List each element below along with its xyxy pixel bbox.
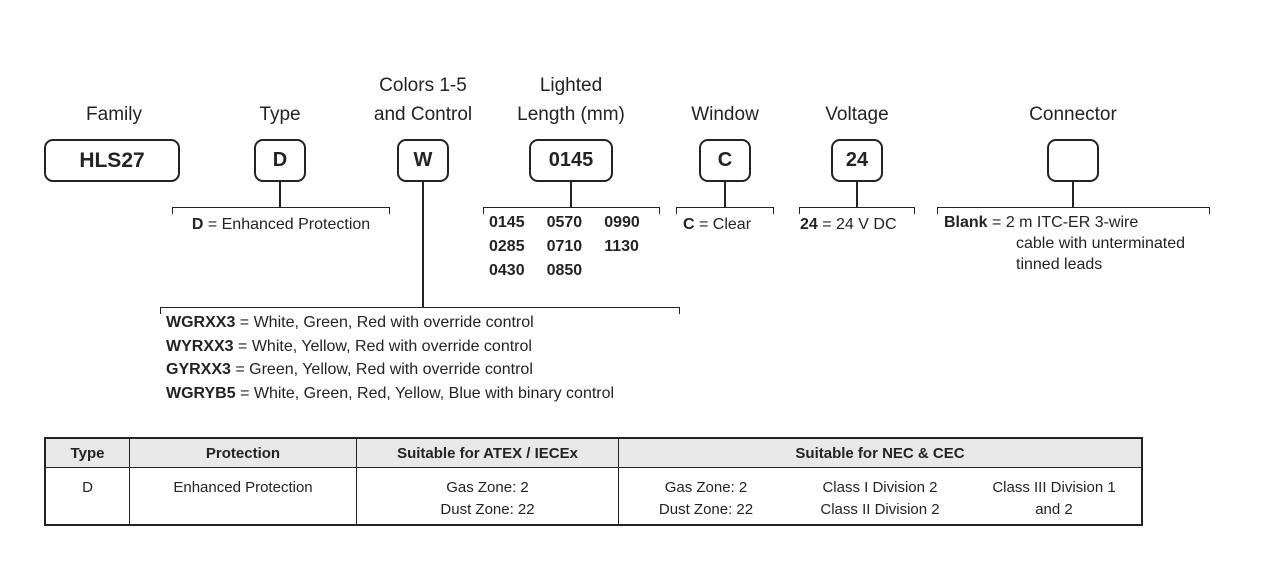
connector-note-code: Blank — [944, 214, 988, 231]
colors-note-code: GYRXX3 — [166, 361, 231, 378]
window-note-desc: = Clear — [694, 216, 752, 233]
colors-note-desc: = White, Green, Red, Yellow, Blue with b… — [235, 384, 615, 402]
lighted-length-value: 0285 — [489, 238, 525, 255]
window-label: Window — [691, 104, 759, 125]
lighted-length-options: 0145 0285 0430 0570 0710 0850 0990 1130 — [489, 211, 640, 283]
colors-bracket — [160, 307, 680, 314]
type-note-desc: = Enhanced Protection — [203, 216, 371, 233]
atex-line2: Dust Zone: 22 — [440, 501, 535, 518]
colors-label: Colors 1-5 and Control — [374, 71, 472, 129]
nec-class3-block: Class III Division 1 and 2 — [967, 477, 1141, 524]
colors-label-line1: Colors 1-5 — [379, 75, 467, 96]
window-note-code: C — [683, 216, 695, 233]
colors-note-row: WYRXX3 = White, Yellow, Red with overrid… — [166, 335, 614, 359]
connector-note-line1: Blank = 2 m ITC-ER 3-wire — [944, 212, 1185, 233]
connector-bracket — [937, 207, 1210, 214]
atex-line1: Gas Zone: 2 — [446, 479, 529, 496]
table-header-atex: Suitable for ATEX / IECEx — [357, 439, 619, 468]
table-header-nec: Suitable for NEC & CEC — [619, 439, 1141, 468]
connector-note-desc: = 2 m ITC-ER 3-wire — [987, 214, 1139, 231]
voltage-code-box: 24 — [831, 139, 883, 182]
voltage-label: Voltage — [825, 104, 889, 125]
family-code-box: HLS27 — [44, 139, 180, 182]
lighted-length-col: 0990 1130 — [604, 211, 640, 283]
nec-class3-line1: Class III Division 1 — [992, 479, 1116, 496]
type-note-code: D — [191, 216, 204, 233]
connector-note-line3: tinned leads — [1016, 256, 1103, 273]
connector-note-line2: cable with unterminated — [1016, 235, 1185, 252]
lighted-length-value: 0570 — [546, 214, 583, 231]
connector-code-box — [1047, 139, 1099, 182]
voltage-stub-line — [856, 181, 858, 207]
colors-notes: WGRXX3 = White, Green, Red with override… — [166, 311, 614, 405]
colors-note-row: WGRYB5 = White, Green, Red, Yellow, Blue… — [166, 382, 614, 406]
colors-note-desc: = White, Green, Red with override contro… — [235, 314, 534, 331]
voltage-bracket — [799, 207, 915, 214]
connector-note: Blank = 2 m ITC-ER 3-wire cable with unt… — [944, 212, 1185, 275]
colors-note-row: WGRXX3 = White, Green, Red with override… — [166, 311, 614, 335]
table-header-protection: Protection — [130, 439, 357, 468]
lighted-length-value: 0145 — [489, 214, 525, 231]
nec-zone-block: Gas Zone: 2 Dust Zone: 22 — [619, 477, 793, 524]
lighted-length-label: Lighted Length (mm) — [517, 71, 625, 129]
window-stub-line — [724, 181, 726, 207]
window-note: C = Clear — [683, 213, 751, 237]
nec-class12-block: Class I Division 2 Class II Division 2 — [793, 477, 967, 524]
protection-ratings-table: Type Protection Suitable for ATEX / IECE… — [44, 437, 1143, 526]
connector-stub-line — [1072, 181, 1074, 207]
colors-note-desc: = White, Yellow, Red with override contr… — [233, 337, 532, 355]
voltage-note-code: 24 — [800, 216, 818, 233]
colors-note-code: WYRXX3 — [166, 337, 234, 355]
lighted-label-line1: Lighted — [539, 75, 603, 96]
type-label: Type — [259, 104, 301, 125]
nec-zone-line1: Gas Zone: 2 — [664, 479, 748, 496]
colors-note-row: GYRXX3 = Green, Yellow, Red with overrid… — [166, 358, 614, 382]
colors-code-box: W — [397, 139, 449, 182]
voltage-note: 24 = 24 V DC — [800, 213, 897, 237]
table-header-row: Type Protection Suitable for ATEX / IECE… — [46, 439, 1141, 468]
window-code-box: C — [699, 139, 751, 182]
lighted-stub-line — [570, 181, 572, 207]
nec-class12-line1: Class I Division 2 — [822, 479, 938, 496]
lighted-length-value: 0990 — [604, 214, 640, 231]
nec-class12-line2: Class II Division 2 — [820, 501, 940, 518]
nec-class3-line2: and 2 — [1035, 501, 1073, 518]
colors-label-line2: and Control — [373, 104, 473, 125]
table-cell-type: D — [46, 468, 130, 524]
type-bracket — [172, 207, 390, 214]
table-row: D Enhanced Protection Gas Zone: 2 Dust Z… — [46, 468, 1141, 524]
connector-label: Connector — [1029, 104, 1117, 125]
colors-note-code: WGRYB5 — [166, 384, 236, 402]
colors-note-desc: = Green, Yellow, Red with override contr… — [230, 361, 533, 378]
nec-zone-line2: Dust Zone: 22 — [658, 501, 754, 518]
family-label: Family — [86, 104, 142, 125]
lighted-label-line2: Length (mm) — [517, 104, 625, 125]
type-code-box: D — [254, 139, 306, 182]
colors-stub-line — [422, 181, 424, 307]
lighted-length-value: 0430 — [489, 262, 525, 279]
table-cell-atex: Gas Zone: 2 Dust Zone: 22 — [357, 468, 619, 524]
lighted-length-col: 0145 0285 0430 — [489, 211, 525, 283]
table-cell-nec: Gas Zone: 2 Dust Zone: 22 Class I Divisi… — [619, 468, 1141, 524]
window-bracket — [676, 207, 774, 214]
colors-note-code: WGRXX3 — [166, 314, 236, 331]
table-header-type: Type — [46, 439, 130, 468]
lighted-length-col: 0570 0710 0850 — [547, 211, 583, 283]
lighted-length-value: 0850 — [546, 262, 583, 279]
lighted-bracket — [483, 207, 660, 214]
type-note: D = Enhanced Protection — [192, 213, 370, 237]
voltage-note-desc: = 24 V DC — [817, 216, 897, 233]
lighted-length-value: 0710 — [546, 238, 583, 255]
lighted-code-box: 0145 — [529, 139, 613, 182]
lighted-length-value: 1130 — [604, 238, 639, 255]
table-cell-protection: Enhanced Protection — [130, 468, 357, 524]
type-stub-line — [279, 181, 281, 207]
